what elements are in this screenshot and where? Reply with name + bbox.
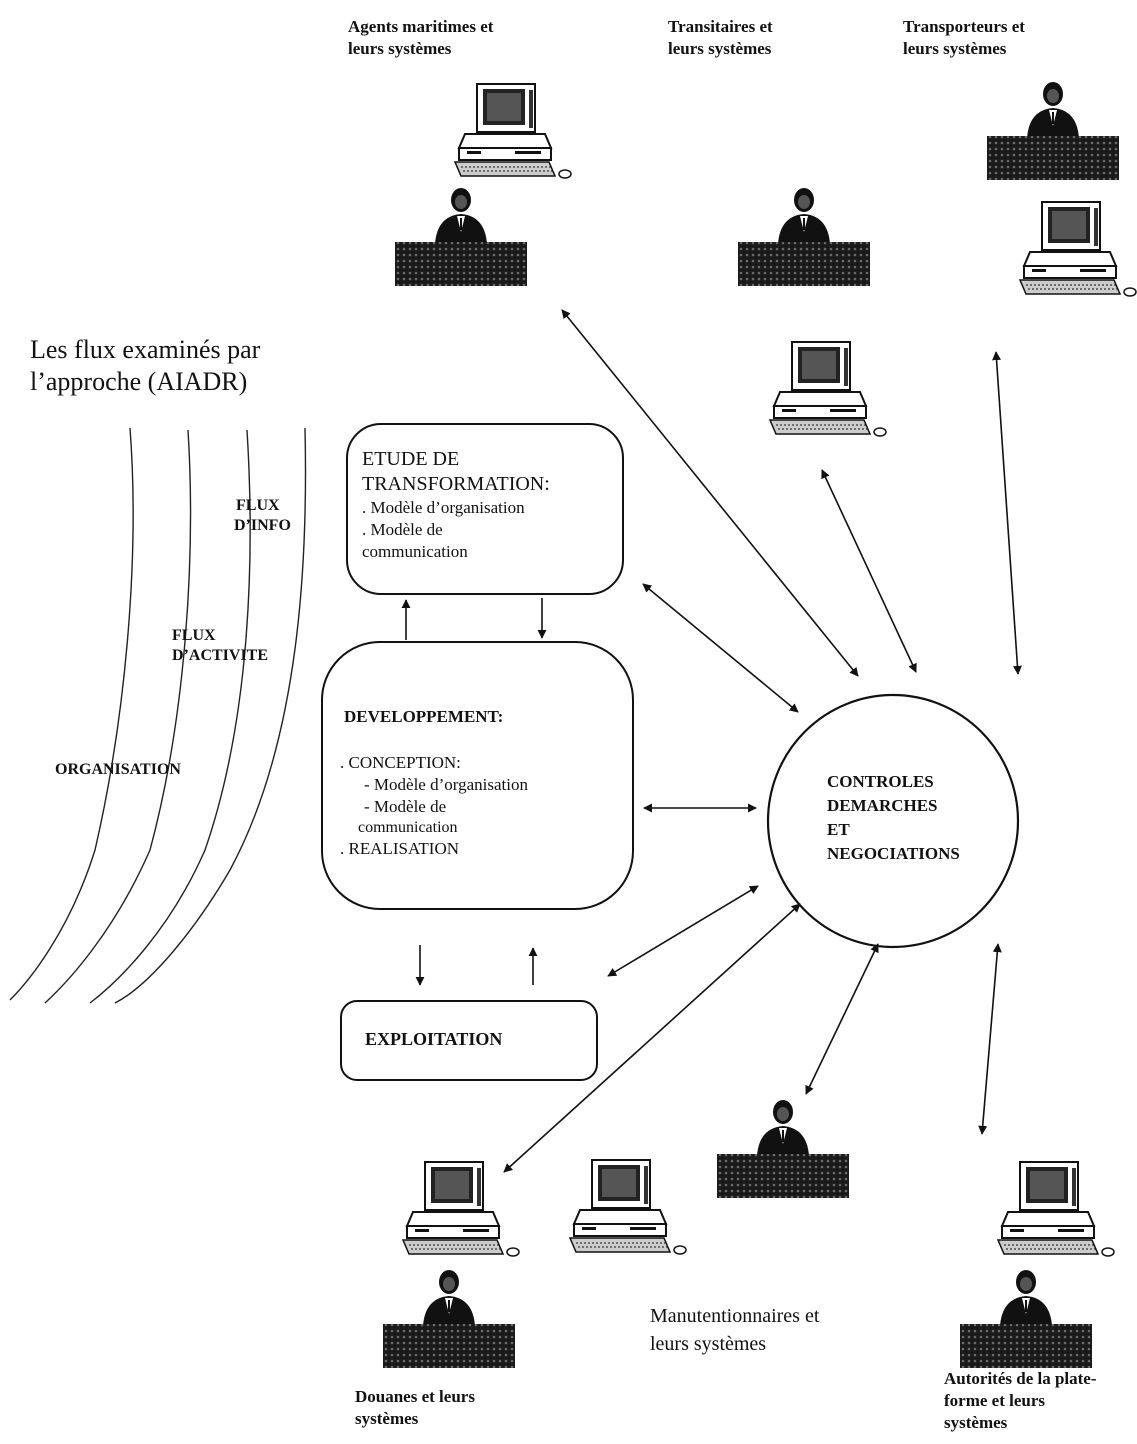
flux-curve-activite xyxy=(89,429,251,1004)
arrow-etude-hub xyxy=(642,583,799,713)
computer-icon-agents xyxy=(454,83,572,179)
autorites-line-3: systèmes xyxy=(944,1413,1008,1432)
agents-line-2: leurs systèmes xyxy=(348,39,452,58)
computer-icon-douanes xyxy=(402,1161,520,1257)
flux-curves xyxy=(9,427,307,1004)
dev-line-1: . CONCEPTION: xyxy=(340,753,461,772)
arrow-douanes-hub xyxy=(503,903,801,1173)
title-line-1: Les flux examinés par xyxy=(30,335,261,364)
actor-label-transitaires: Transitaires et leurs systèmes xyxy=(668,16,773,60)
computer-icon-autorites xyxy=(997,1161,1115,1257)
hub-line-1: CONTROLES xyxy=(827,772,934,791)
developpement-title: DEVELOPPEMENT: xyxy=(344,707,504,726)
flux-activite-line-2: D’ACTIVITE xyxy=(172,647,269,664)
manutentionnaires-line-2: leurs systèmes xyxy=(650,1333,767,1355)
diagram-title: Les flux examinés par l’approche (AIADR) xyxy=(30,334,260,398)
actor-label-manutentionnaires: Manutentionnaires et leurs systèmes xyxy=(650,1302,819,1358)
actor-label-autorites: Autorités de la plate- forme et leurs sy… xyxy=(944,1368,1097,1434)
person-icon-transitaires xyxy=(737,187,871,287)
arrow-transporteurs-hub xyxy=(992,351,1022,675)
etude-item-2: . Modèle de xyxy=(362,520,443,539)
hub-line-2: DEMARCHES xyxy=(827,796,938,815)
dev-line-4: communication xyxy=(358,819,458,836)
flux-curve-info xyxy=(114,427,307,1004)
etude-title-line-1: ETUDE DE xyxy=(362,448,460,470)
hub-line-3: ET xyxy=(827,820,850,839)
flux-info-line-1: FLUX xyxy=(236,497,280,514)
hub-text: CONTROLES DEMARCHES ET NEGOCIATIONS xyxy=(827,770,960,866)
computer-icon-manutentionnaires xyxy=(569,1159,687,1255)
arrow-agents-hub xyxy=(561,309,859,677)
actor-label-transporteurs: Transporteurs et leurs systèmes xyxy=(903,16,1025,60)
exploitation-label: EXPLOITATION xyxy=(365,1029,503,1049)
hub-ellipse xyxy=(766,693,1020,949)
arrow-manut-hub xyxy=(805,943,879,1095)
transitaires-line-2: leurs systèmes xyxy=(668,39,772,58)
flux-info-label: FLUX D’INFO xyxy=(220,496,291,536)
manutentionnaires-line-1: Manutentionnaires et xyxy=(650,1305,820,1327)
hub-line-4: NEGOCIATIONS xyxy=(827,844,960,863)
etude-text: ETUDE DE TRANSFORMATION: . Modèle d’orga… xyxy=(362,447,550,563)
developpement-text: DEVELOPPEMENT: . CONCEPTION: - Modèle d’… xyxy=(340,706,528,860)
flux-activite-label: FLUX D’ACTIVITE xyxy=(172,626,268,666)
computer-icon-transitaires xyxy=(769,341,887,437)
flux-organisation-label: ORGANISATION xyxy=(55,761,181,778)
dev-line-5: . REALISATION xyxy=(340,839,459,858)
person-icon-agents xyxy=(394,187,528,287)
person-icon-manutentionnaires xyxy=(716,1099,850,1199)
autorites-line-1: Autorités de la plate- xyxy=(944,1369,1097,1388)
flux-info-line-2: D’INFO xyxy=(234,517,291,534)
person-icon-douanes xyxy=(382,1269,516,1369)
etude-item-3: communication xyxy=(362,542,468,561)
actor-label-agents: Agents maritimes et leurs systèmes xyxy=(348,16,493,60)
flux-curve-organisation xyxy=(44,429,192,1004)
flux-activite-line-1: FLUX xyxy=(172,627,216,644)
agents-line-1: Agents maritimes et xyxy=(348,17,494,36)
arrow-transitaires-hub xyxy=(821,469,917,673)
arrow-autorites-hub xyxy=(978,943,1002,1135)
dev-line-3: - Modèle de xyxy=(364,797,447,816)
transitaires-line-1: Transitaires et xyxy=(668,17,773,36)
douanes-line-2: systèmes xyxy=(355,1409,419,1428)
dev-line-2: - Modèle d’organisation xyxy=(364,775,528,794)
transporteurs-line-1: Transporteurs et xyxy=(903,17,1025,36)
autorites-line-2: forme et leurs xyxy=(944,1391,1046,1410)
actor-label-douanes: Douanes et leurs systèmes xyxy=(355,1386,475,1430)
etude-item-1: . Modèle d’organisation xyxy=(362,498,525,517)
hub-arrows xyxy=(503,309,1022,1173)
computer-icon-transporteurs xyxy=(1019,201,1137,297)
flux-curve-outer xyxy=(9,427,134,1001)
developpement-box xyxy=(321,641,634,910)
douanes-line-1: Douanes et leurs xyxy=(355,1387,475,1406)
person-icon-transporteurs xyxy=(986,81,1120,181)
person-icon-autorites xyxy=(959,1269,1093,1369)
etude-title-line-2: TRANSFORMATION: xyxy=(362,473,550,495)
transporteurs-line-2: leurs systèmes xyxy=(903,39,1007,58)
title-line-2: l’approche (AIADR) xyxy=(30,367,248,396)
